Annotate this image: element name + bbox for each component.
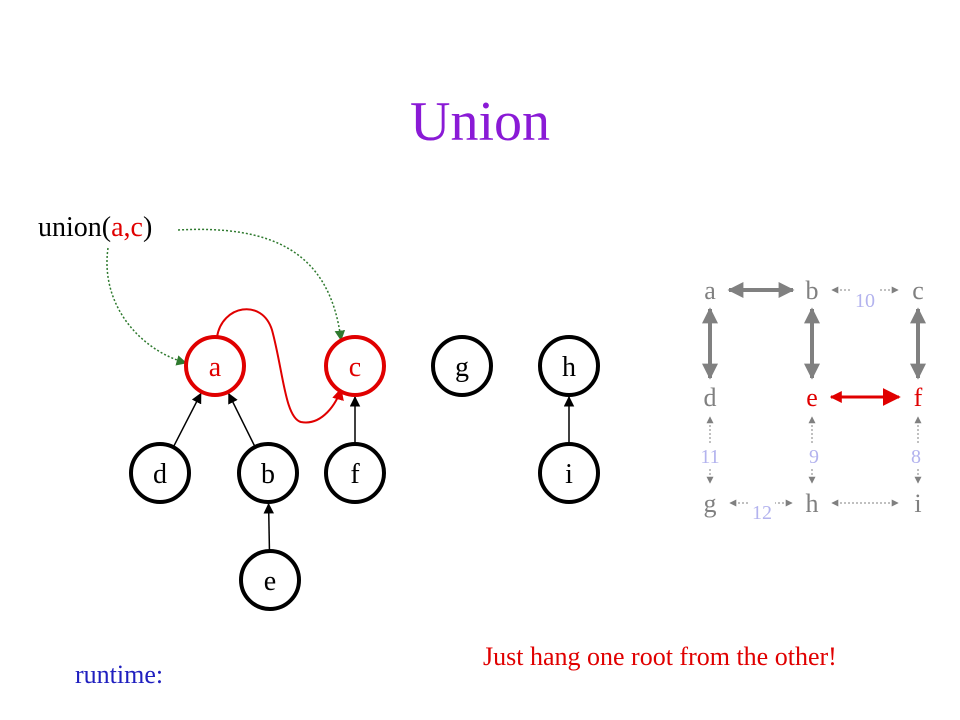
graph-weight-8: 8 [911,446,921,468]
forest-node-a: a [184,335,246,397]
forest-node-c: c [324,335,386,397]
forest-edge-e-b [263,502,275,551]
graph-weight-10: 10 [855,290,875,312]
graph-edges [702,282,926,507]
graph-weights: 10 11 9 8 12 [697,289,929,524]
graph-weight-bg-12 [749,501,775,523]
forest-node-label-b: b [261,459,275,490]
graph-node-f: f [914,383,923,412]
forest-node-label-g: g [455,352,469,383]
forest-node-h: h [538,335,600,397]
forest-edges [173,308,575,551]
forest-node-i: i [538,442,600,504]
graph-weight-9: 9 [809,446,819,468]
graph-weight-bg-8 [903,445,929,467]
forest-node-circle-d [129,442,191,504]
runtime-label: runtime: [75,660,164,689]
forest-node-label-f: f [350,459,360,490]
forest-node-label-e: e [264,566,276,597]
graph-weight-bg-10 [852,289,878,311]
forest-node-label-d: d [153,459,167,490]
forest-node-e: e [239,549,301,611]
forest-node-label-a: a [209,352,222,383]
forest-node-circle-c [324,335,386,397]
union-call-args: a,c [111,212,143,243]
forest-node-f: f [324,442,386,504]
graph-node-a: a [704,276,716,305]
graph-node-h: h [806,489,819,518]
graph-nodes: a b c d e f g h i [704,276,924,518]
forest-node-b: b [237,442,299,504]
forest-edge-d-a [173,392,202,447]
forest-edge-b-a [228,392,256,447]
union-call-suffix: ) [142,212,153,243]
hang-root-note: Just hang one root from the other! [483,642,837,671]
graph-weight-bg-11 [697,445,723,467]
graph-node-c: c [912,276,924,305]
forest-node-label-i: i [565,459,573,490]
forest-node-circle-f [324,442,386,504]
forest-node-circle-i [538,442,600,504]
forest-node-circle-e [239,549,301,611]
graph-node-g: g [704,489,717,518]
graph-weight-bg-9 [801,445,827,467]
graph-weight-12: 12 [752,502,772,524]
forest-nodes: a c g h d b f i e [129,335,600,611]
forest-node-g: g [431,335,493,397]
forest-node-d: d [129,442,191,504]
graph-node-b: b [806,276,819,305]
slide-title: Union [410,91,550,153]
forest-node-circle-a [184,335,246,397]
graph-node-i: i [914,489,921,518]
call-arrow-to-c [177,228,346,342]
union-call-prefix: union( [38,212,112,243]
forest-node-label-h: h [562,352,576,383]
union-link-a-c [216,308,344,424]
forest-node-circle-g [431,335,493,397]
forest-node-label-c: c [349,352,361,383]
graph-weight-11: 11 [700,446,719,468]
forest-node-circle-h [538,335,600,397]
union-call-label: union(a,c) [38,212,152,244]
forest-node-circle-b [237,442,299,504]
graph-node-e: e [806,383,818,412]
call-arrow-to-a [106,247,188,366]
graph-node-d: d [704,383,717,412]
